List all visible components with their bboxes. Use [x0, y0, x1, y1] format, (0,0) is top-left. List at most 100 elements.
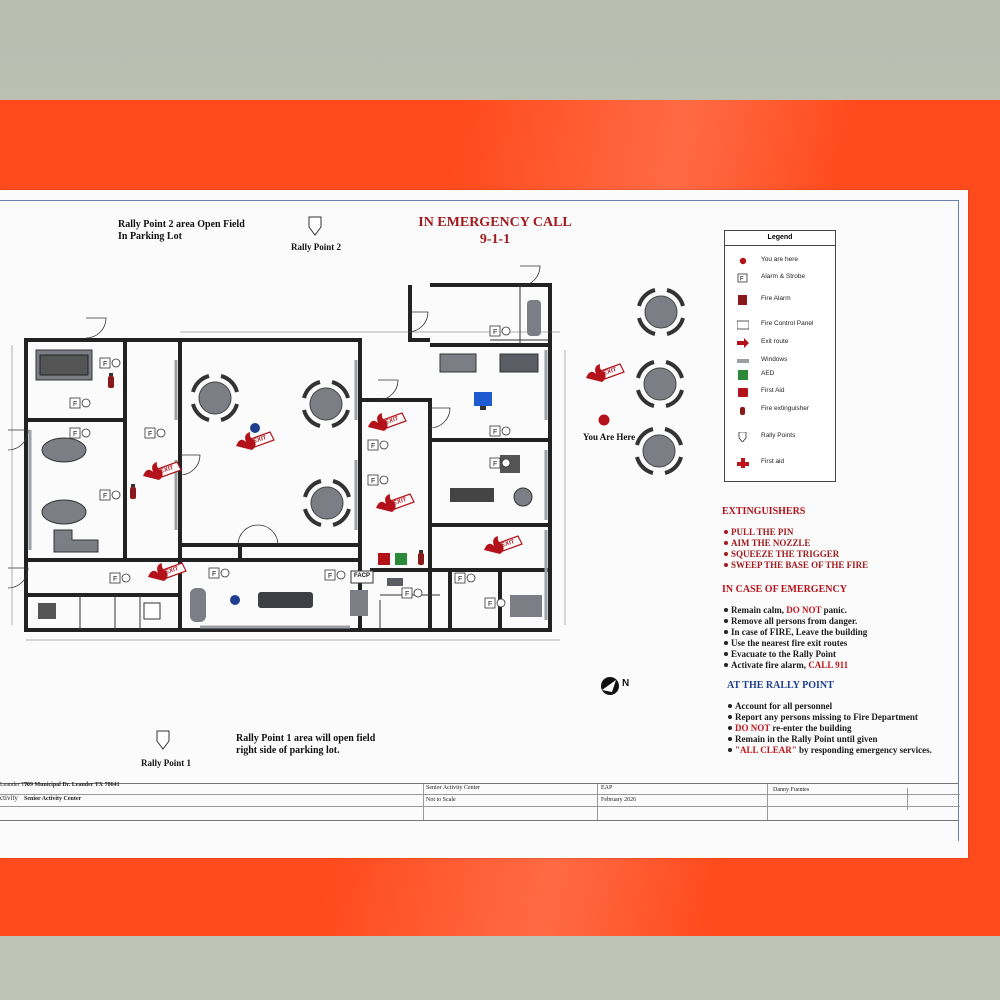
- rally-point-1-note-line2: right side of parking lot.: [236, 745, 340, 756]
- legend-label: AED: [761, 370, 775, 377]
- legend-row: Fire extinguisher: [731, 404, 835, 416]
- highlight-text: DO NOT: [735, 723, 771, 733]
- emergency-heading: IN CASE OF EMERGENCY: [722, 584, 847, 595]
- text: Remove all persons from danger.: [731, 616, 858, 626]
- text: by responding emergency services.: [796, 745, 932, 755]
- svg-text:N: N: [622, 678, 629, 689]
- step-text: SWEEP THE BASE OF THE FIRE: [731, 560, 869, 570]
- legend-label: Windows: [761, 356, 788, 363]
- list-item: AIM THE NOZZLE: [724, 538, 868, 549]
- rally-steps: Account for all personnel Report any per…: [728, 701, 932, 756]
- title-block-small: Leander TX: [0, 782, 30, 788]
- exit-sign-icon: [375, 493, 415, 513]
- text: re-enter the building: [770, 723, 852, 733]
- legend-row: Exit route: [731, 337, 835, 349]
- dimension-lines: [11, 331, 566, 641]
- rally-point-1-note-line1: Rally Point 1 area will open field: [236, 733, 376, 744]
- you-are-here-label: You Are Here: [583, 432, 636, 442]
- legend-label: First Aid: [761, 387, 785, 394]
- title-block-rule: [0, 806, 960, 807]
- alarm-strobe-icon: F: [737, 273, 748, 283]
- exit-sign-icon: [483, 535, 523, 555]
- legend-divider: [725, 245, 835, 246]
- doors: [7, 265, 541, 589]
- exit-sign-icon: [585, 363, 625, 383]
- svg-text:F: F: [740, 277, 744, 283]
- facp-label: FACP: [354, 573, 371, 579]
- rally-point-1-marker-icon: [156, 730, 170, 750]
- list-item: Activate fire alarm, CALL 911: [724, 660, 867, 671]
- red-cross-icon: [737, 458, 749, 468]
- list-item: SQUEEZE THE TRIGGER: [724, 549, 868, 560]
- rally-heading: AT THE RALLY POINT: [727, 680, 834, 691]
- exit-arrow-icon: [737, 338, 749, 348]
- legend-label: Fire extinguisher: [761, 405, 810, 412]
- facp-icon: [350, 570, 374, 584]
- legend-label: Fire Alarm: [761, 295, 791, 302]
- aed-icon: [738, 370, 748, 380]
- highlight-text: "ALL CLEAR": [735, 745, 797, 755]
- list-item: Remain in the Rally Point until given: [728, 734, 932, 745]
- highlight-text: DO NOT: [786, 605, 822, 615]
- legend-label: Fire Control Panel: [761, 320, 814, 327]
- red-dot-icon: [739, 257, 747, 265]
- title-block-divider: [423, 784, 424, 820]
- step-text: PULL THE PIN: [731, 527, 794, 537]
- text: In case of FIRE, Leave the building: [731, 627, 868, 637]
- title-block-facility-center: Senior Activity Center: [426, 785, 480, 791]
- text: Remain in the Rally Point until given: [735, 734, 878, 744]
- fire-alarm-icon: [738, 295, 747, 305]
- text: Activate fire alarm,: [731, 660, 809, 670]
- extinguishers-heading: EXTINGUISHERS: [722, 506, 806, 517]
- extinguisher-steps: PULL THE PIN AIM THE NOZZLE SQUEEZE THE …: [724, 527, 868, 571]
- legend-row: Fire Control Panel: [731, 319, 835, 331]
- list-item: "ALL CLEAR" by responding emergency serv…: [728, 745, 932, 756]
- title-block-address: 709 Municipal Dr. Leander TX 78641: [24, 782, 120, 788]
- emergency-title: IN EMERGENCY CALL 9-1-1: [405, 214, 585, 248]
- text: Remain calm,: [731, 605, 787, 615]
- rally-point-2-note-line1: Rally Point 2 area Open Field: [118, 219, 245, 230]
- exit-sign-icon: [235, 431, 275, 451]
- inner-walls: [79, 285, 548, 630]
- legend-row: First aid: [731, 457, 835, 469]
- list-item: Account for all personnel: [728, 701, 932, 712]
- text: Use the nearest fire exit routes: [731, 638, 848, 648]
- legend-row: AED: [731, 369, 835, 381]
- rally-point-1-label: Rally Point 1: [141, 758, 192, 768]
- building-walls: [24, 283, 552, 632]
- title-block-rule: [0, 794, 960, 795]
- emergency-title-line2: 9-1-1: [479, 232, 511, 247]
- legend-row: F Alarm & Strobe: [731, 272, 835, 284]
- legend-label: Rally Points: [761, 432, 796, 439]
- title-block: Leander TX 709 Municipal Dr. Leander TX …: [0, 782, 960, 821]
- legend-row: Windows: [731, 355, 835, 367]
- text: Report any persons missing to Fire Depar…: [735, 712, 918, 722]
- legend-row: Rally Points: [731, 431, 835, 443]
- step-text: SQUEEZE THE TRIGGER: [731, 549, 840, 559]
- list-item: SWEEP THE BASE OF THE FIRE: [724, 560, 868, 571]
- title-block-date: February 2026: [601, 797, 637, 803]
- window-icon: [737, 359, 749, 363]
- north-arrow-icon: N: [601, 677, 629, 695]
- emergency-title-line1: IN EMERGENCY CALL: [418, 215, 572, 230]
- rally-point-1-note: Rally Point 1 area will open field right…: [236, 733, 375, 757]
- exit-sign-icon: [367, 412, 407, 432]
- title-block-divider: [767, 784, 768, 820]
- rally-point-2-label: Rally Point 2: [291, 242, 342, 252]
- list-item: Remain calm, DO NOT panic.: [724, 605, 867, 616]
- title-block-divider: [907, 788, 908, 810]
- sheet-border: [0, 200, 959, 841]
- title-block-author: Danny Fuentes: [773, 787, 810, 793]
- rally-point-icon: [738, 432, 747, 442]
- legend-box: Legend You are here F Alarm & Strobe Fir…: [724, 230, 836, 482]
- list-item: Remove all persons from danger.: [724, 616, 867, 627]
- legend-label: First aid: [761, 458, 785, 465]
- aed-icon: [395, 553, 407, 565]
- list-item: In case of FIRE, Leave the building: [724, 627, 867, 638]
- rally-point-2-note-line2: In Parking Lot: [118, 231, 182, 242]
- list-item: Evacuate to the Rally Point: [724, 649, 867, 660]
- title-block-facility: Senior Activity Center: [24, 796, 82, 802]
- emergency-steps: Remain calm, DO NOT panic. Remove all pe…: [724, 605, 867, 671]
- first-aid-kit-icon: [378, 553, 390, 565]
- step-text: AIM THE NOZZLE: [731, 538, 811, 548]
